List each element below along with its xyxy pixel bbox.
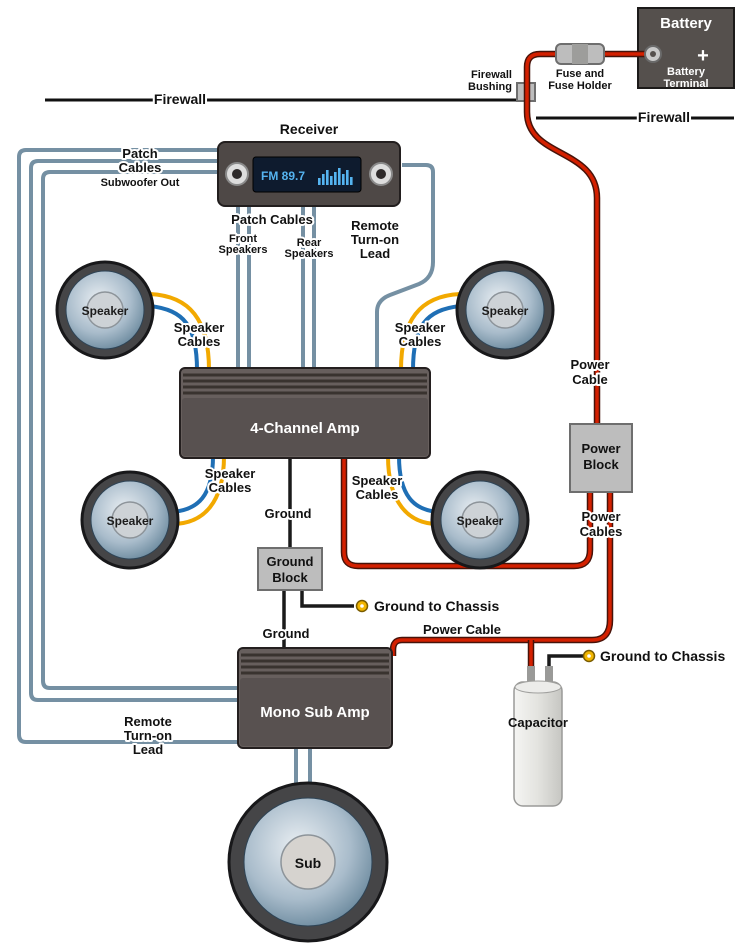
speaker-cables-fl-label-1: Speaker xyxy=(174,320,225,335)
power-block xyxy=(569,423,633,493)
speaker-front-right-label: Speaker xyxy=(482,304,529,318)
speaker-front-left-label: Speaker xyxy=(82,304,129,318)
remote-turn-on-top-label-3: Lead xyxy=(360,246,390,261)
mono-sub-amp xyxy=(237,647,393,749)
remote-lead-run-top xyxy=(375,163,435,372)
ground-lower-label: Ground xyxy=(263,626,310,641)
remote-turn-on-top-label-2: Turn-on xyxy=(351,232,399,247)
speaker-rear-right-label: Speaker xyxy=(457,514,504,528)
remote-turn-on-bottom-label-1: Remote xyxy=(124,714,172,729)
rear-speakers-label-2: Speakers xyxy=(285,248,334,260)
front-left-speaker-cable-yellow xyxy=(149,292,211,371)
patch-cables-left-label-2: Cables xyxy=(119,160,162,175)
capacitor-body xyxy=(513,681,563,807)
remote-turn-on-top-label-1: Remote xyxy=(351,218,399,233)
ground-wire-to-chassis-2 xyxy=(547,654,584,670)
power-cables-label-1: Power xyxy=(581,509,620,524)
ground-to-chassis-label-2: Ground to Chassis xyxy=(600,648,725,664)
power-cable-main xyxy=(525,52,658,428)
fuse-holder-label-2: Fuse Holder xyxy=(548,80,612,92)
capacitor-top xyxy=(514,680,562,694)
battery-label: Battery xyxy=(660,15,712,32)
front-speakers-label-1: Front xyxy=(229,233,257,245)
firewall-left-label: Firewall xyxy=(154,91,206,107)
speaker-cables-fr-label-1: Speaker xyxy=(395,320,446,335)
receiver-knob-left-center xyxy=(232,169,242,179)
speaker-cables-rr-label-2: Cables xyxy=(356,487,399,502)
battery-plus-label: + xyxy=(697,45,709,67)
patch-cables-center-title: Patch Cables xyxy=(231,212,313,227)
speaker-cables-fl-label-2: Cables xyxy=(178,334,221,349)
speaker-cables-fr-label-2: Cables xyxy=(399,334,442,349)
remote-turn-on-bottom-label-2: Turn-on xyxy=(124,728,172,743)
mono-sub-amp-face xyxy=(240,678,390,746)
patch-cables-left-label-1: Patch xyxy=(122,146,157,161)
receiver-title: Receiver xyxy=(280,121,339,137)
capacitor-terminal-negative xyxy=(545,666,553,684)
ground-upper-label: Ground xyxy=(265,506,312,521)
sub-label: Sub xyxy=(295,855,321,871)
chassis-terminal-2-hole xyxy=(587,654,591,658)
firewall-bushing-label-2: Bushing xyxy=(468,81,512,93)
capacitor xyxy=(513,666,563,807)
rear-right-speaker-cable-yellow xyxy=(386,455,439,526)
mono-sub-amp-label: Mono Sub Amp xyxy=(260,704,369,721)
remote-turn-on-bottom-label-3: Lead xyxy=(133,742,163,757)
spectrum-bars-icon xyxy=(318,168,353,185)
power-cable-wires xyxy=(340,50,658,672)
rear-speakers-label-1: Rear xyxy=(297,237,322,249)
ground-block-label-1: Ground xyxy=(267,554,314,569)
ground-block xyxy=(257,547,323,591)
ground-wires xyxy=(282,454,596,670)
four-channel-amp-fins xyxy=(183,373,427,395)
rear-left-speaker-cable-yellow xyxy=(171,455,226,526)
receiver-knob-right-center xyxy=(376,169,386,179)
rear-right-speaker-cable-blue xyxy=(397,455,439,514)
subwoofer-patch-cable-2 xyxy=(41,170,240,690)
capacitor-terminal-positive xyxy=(527,666,535,684)
front-left-speaker-cable-blue xyxy=(149,304,199,371)
four-channel-amp-label: 4-Channel Amp xyxy=(250,420,359,437)
power-cable-sub-amp-label: Power Cable xyxy=(423,622,501,637)
front-right-speaker-cable-blue xyxy=(411,304,461,371)
fuse-holder-band xyxy=(572,44,588,64)
speaker-cables-rl-label-1: Speaker xyxy=(205,466,256,481)
receiver-unit xyxy=(217,141,401,207)
receiver-display-text: FM 89.7 xyxy=(261,169,305,183)
speaker-cables-wires xyxy=(149,292,461,526)
speaker-rear-left-label: Speaker xyxy=(107,514,154,528)
speaker-cables-rl-label-2: Cables xyxy=(209,480,252,495)
speaker-cables-rr-label-1: Speaker xyxy=(352,473,403,488)
front-right-speaker-cable-yellow xyxy=(399,292,461,371)
power-cable-label-2: Cable xyxy=(572,372,607,387)
power-cable-to-sub-amp xyxy=(391,490,612,656)
mono-sub-amp-fins xyxy=(241,653,389,675)
ground-wire-to-chassis-1 xyxy=(300,586,354,608)
battery-terminal-label-1: Battery xyxy=(667,66,706,78)
subwoofer-out-label: Subwoofer Out xyxy=(101,177,180,189)
remote-lead-run-left xyxy=(17,148,240,744)
rear-left-speaker-cable-blue xyxy=(171,455,215,514)
front-speakers-label-2: Speakers xyxy=(219,244,268,256)
four-channel-amp-face xyxy=(182,398,428,456)
firewall-right-label: Firewall xyxy=(638,109,690,125)
power-cable-label-1: Power xyxy=(570,357,609,372)
four-channel-amp xyxy=(179,367,431,459)
sub-dust-cap xyxy=(280,834,336,890)
patch-and-remote-cables xyxy=(17,148,435,786)
battery-terminal-label-2: Terminal xyxy=(663,78,708,90)
battery-terminal-ring-hole xyxy=(650,51,656,57)
subwoofer-patch-cable-1 xyxy=(29,159,240,702)
firewall-bushing-label-1: Firewall xyxy=(471,69,512,81)
power-cables-label-2: Cables xyxy=(580,524,623,539)
ground-to-chassis-label-1: Ground to Chassis xyxy=(374,598,499,614)
subwoofer xyxy=(227,781,389,943)
power-block-label-1: Power xyxy=(581,441,620,456)
capacitor-label: Capacitor xyxy=(508,715,568,730)
chassis-terminal-1-hole xyxy=(360,604,364,608)
ground-block-label-2: Block xyxy=(272,570,308,585)
fuse-holder-label-1: Fuse and xyxy=(556,68,604,80)
power-block-label-2: Block xyxy=(583,457,619,472)
